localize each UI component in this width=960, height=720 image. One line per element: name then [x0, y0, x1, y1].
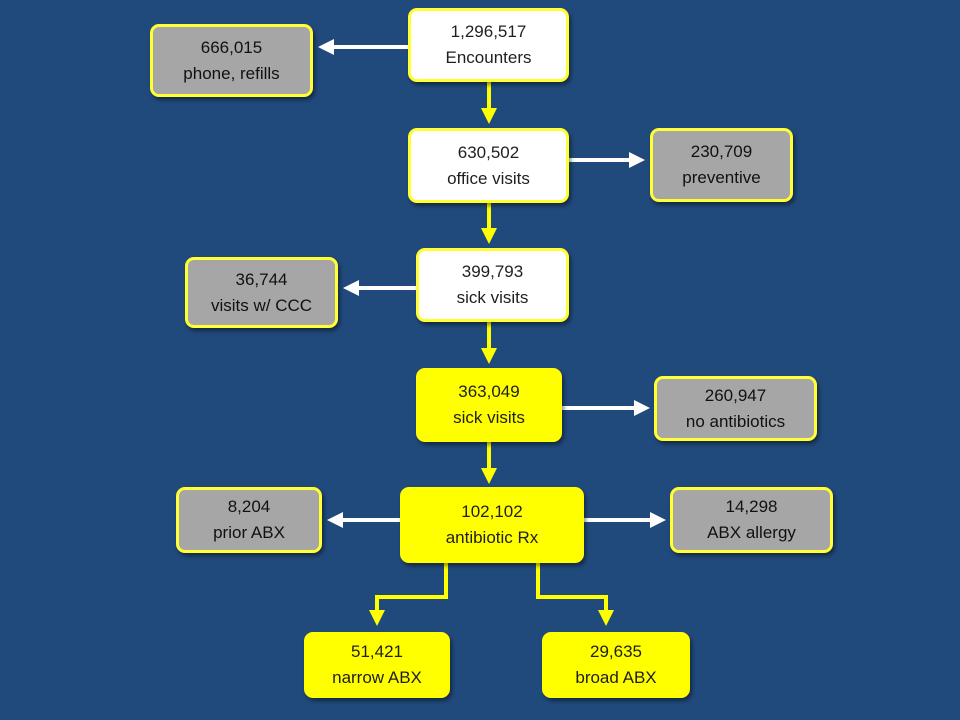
node-label: no antibiotics: [685, 411, 786, 431]
node-office-visits: 630,502 office visits: [408, 128, 569, 203]
node-value: 666,015: [200, 37, 263, 57]
node-label: visits w/ CCC: [210, 295, 313, 315]
node-abx-allergy: 14,298 ABX allergy: [670, 487, 833, 553]
node-value: 1,296,517: [450, 22, 527, 41]
arrow-antibiotic-to-broad: [536, 563, 614, 626]
node-value: 29,635: [590, 642, 642, 661]
arrow-antibiotic-to-narrow: [369, 563, 448, 626]
node-phone-refills: 666,015 phone, refills: [150, 24, 313, 97]
node-label: Encounters: [445, 48, 532, 67]
node-value: 260,947: [704, 385, 767, 405]
node-value: 399,793: [461, 262, 524, 281]
node-value: 8,204: [227, 497, 271, 516]
node-preventive: 230,709 preventive: [650, 128, 793, 202]
node-label: preventive: [682, 168, 761, 187]
node-broad-abx: 29,635 broad ABX: [542, 632, 690, 698]
node-antibiotic-rx: 102,102 antibiotic Rx: [400, 487, 584, 563]
node-sick-visits: 363,049 sick visits: [416, 368, 562, 442]
node-label: office visits: [447, 168, 530, 188]
node-narrow-abx: 51,421 narrow ABX: [304, 632, 450, 698]
node-label: sick visits: [456, 288, 529, 307]
node-sick-visits-all: 399,793 sick visits: [416, 248, 569, 322]
node-label: phone, refills: [183, 63, 280, 83]
node-label: prior ABX: [213, 523, 285, 542]
node-label: sick visits: [453, 408, 525, 427]
node-value: 36,744: [235, 269, 288, 289]
node-label: ABX allergy: [707, 523, 796, 542]
node-value: 230,709: [690, 142, 753, 161]
node-value: 630,502: [457, 142, 520, 162]
node-encounters: 1,296,517 Encounters: [408, 8, 569, 82]
node-visits-ccc: 36,744 visits w/ CCC: [185, 257, 338, 328]
node-no-antibiotics: 260,947 no antibiotics: [654, 376, 817, 441]
node-label: broad ABX: [575, 668, 657, 687]
node-prior-abx: 8,204 prior ABX: [176, 487, 322, 553]
node-label: antibiotic Rx: [445, 528, 539, 547]
node-value: 363,049: [458, 382, 520, 401]
node-value: 14,298: [725, 497, 778, 516]
node-label: narrow ABX: [332, 668, 422, 687]
node-value: 51,421: [351, 642, 403, 661]
node-value: 102,102: [461, 502, 523, 521]
